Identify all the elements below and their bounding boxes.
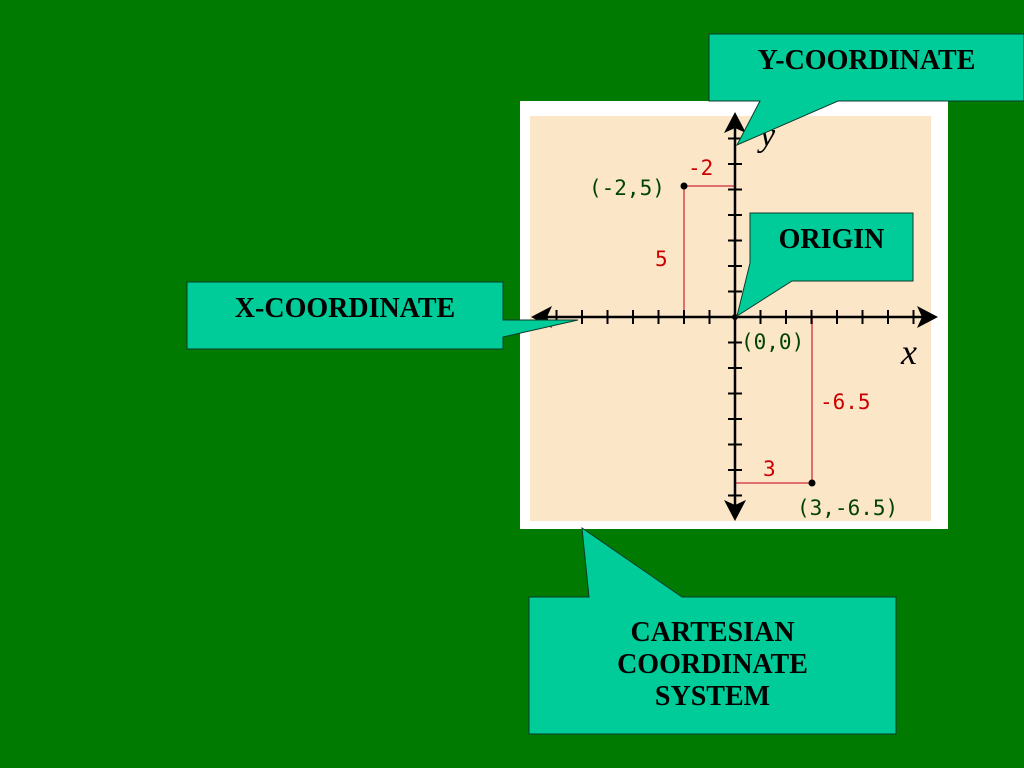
point-b-y-value: -6.5: [820, 390, 871, 414]
origin-dot: [732, 314, 738, 320]
point-b-label: (3,-6.5): [797, 496, 898, 520]
x-axis-arrow-right: [917, 306, 938, 328]
diagram-panel: [530, 116, 931, 521]
x-coordinate-callout: [186, 281, 579, 350]
y-axis-arrow-up: [724, 112, 746, 133]
x-axis-label: x: [900, 332, 917, 372]
system-callout-text: CARTESIAN COORDINATE SYSTEM: [617, 616, 808, 713]
axis-ticks: [555, 137, 915, 497]
point-a-x-value: -2: [688, 156, 713, 180]
point-a-y-value: 5: [655, 247, 668, 271]
system-callout: [528, 526, 897, 735]
point-a-label: (-2,5): [589, 176, 665, 200]
guide-lines: [683, 185, 813, 484]
y-coordinate-callout: [708, 33, 1024, 147]
origin-callout: [736, 212, 914, 318]
point-b-dot: [808, 479, 816, 487]
x-coordinate-callout-text: X-COORDINATE: [234, 292, 456, 324]
y-coordinate-callout-text: Y-COORDINATE: [757, 44, 976, 76]
point-b-x-value: 3: [763, 457, 776, 481]
origin-callout-text: ORIGIN: [778, 223, 885, 255]
origin-label: (0,0): [741, 330, 804, 354]
y-axis-arrow-down: [724, 500, 746, 521]
point-a-dot: [680, 182, 688, 190]
